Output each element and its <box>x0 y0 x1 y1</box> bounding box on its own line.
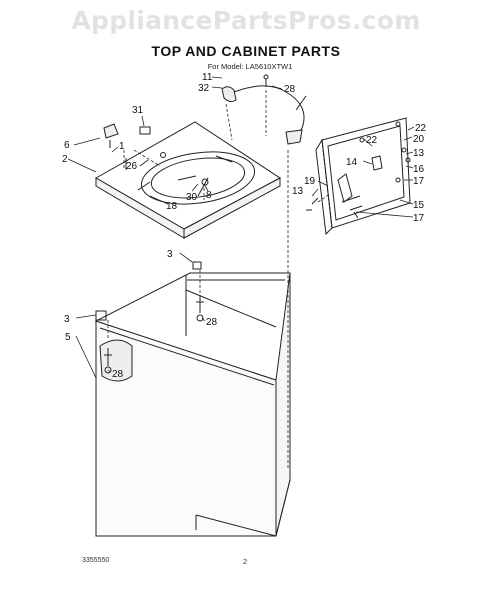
callout-32: 32 <box>198 83 210 94</box>
leader-lines <box>67 76 415 379</box>
callout-2: 2 <box>62 154 68 165</box>
callout-17-upper: 17 <box>413 176 425 187</box>
callout-11: 11 <box>202 72 213 83</box>
callout-14: 14 <box>346 157 358 168</box>
callout-3-upper: 3 <box>167 249 173 260</box>
footer-page-number: 2 <box>243 557 248 566</box>
callout-16: 16 <box>413 164 425 175</box>
callout-28-middle: 28 <box>206 317 218 328</box>
callout-1: 1 <box>119 141 125 152</box>
top-lid <box>94 121 281 239</box>
callout-15: 15 <box>413 200 425 211</box>
callout-18: 18 <box>166 201 178 212</box>
model-subtitle: For Model: LA5610XTW1 <box>207 62 293 71</box>
callout-30: 30 <box>186 192 198 203</box>
callout-3-lower: 3 <box>64 314 70 325</box>
assembly-lines <box>107 90 331 470</box>
callout-28-lower: 28 <box>112 369 124 380</box>
footer-part-code: 3355550 <box>82 557 110 564</box>
callout-6: 6 <box>64 140 70 151</box>
callout-17-lower: 17 <box>413 213 425 224</box>
cabinet <box>94 261 291 537</box>
callout-13-right: 13 <box>413 148 425 159</box>
diagram-title: TOP AND CABINET PARTS <box>151 43 341 59</box>
callout-19: 19 <box>304 176 316 187</box>
callout-5: 5 <box>65 332 71 343</box>
callout-22-right: 22 <box>415 123 427 134</box>
callout-8: 8 <box>206 190 212 201</box>
console-panel <box>306 117 411 236</box>
callout-26: 26 <box>126 161 138 172</box>
callout-20: 20 <box>413 134 425 145</box>
callout-13-left: 13 <box>292 186 304 197</box>
callout-28-upper: 28 <box>284 84 296 95</box>
callout-22-panel: 22 <box>366 135 378 146</box>
callout-31: 31 <box>132 105 144 116</box>
hinge-parts <box>103 74 307 170</box>
callout-labels: 11 32 28 31 6 2 1 26 30 8 18 22 22 20 14… <box>62 72 427 380</box>
watermark: AppliancePartsPros.com <box>71 6 421 35</box>
